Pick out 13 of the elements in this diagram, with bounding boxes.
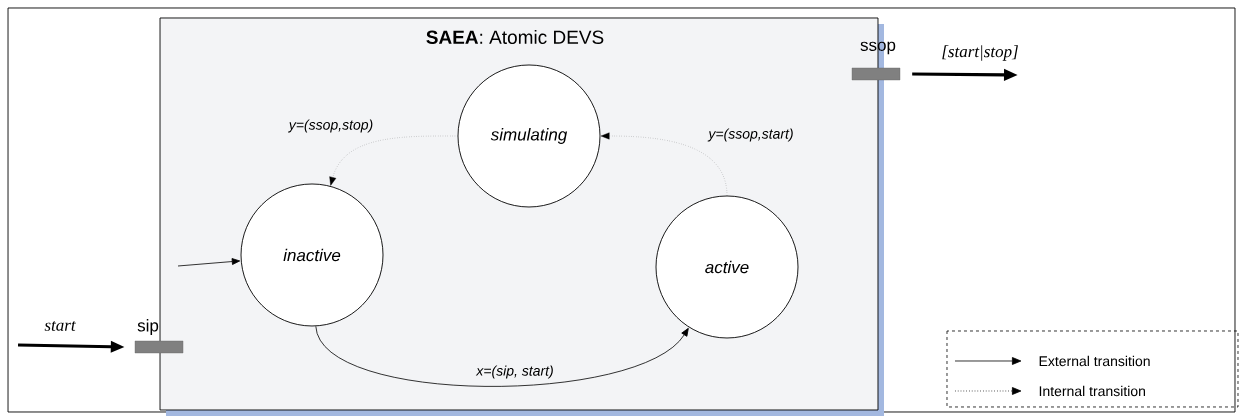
port: sip xyxy=(134,319,184,354)
arrow xyxy=(329,135,458,186)
edge-label: y=(ssop,start) xyxy=(707,127,795,143)
arrow xyxy=(600,132,728,196)
node-label: sip xyxy=(137,319,159,335)
edge-label: start xyxy=(43,320,77,332)
arrow xyxy=(177,258,241,267)
legend-text: Internal transition xyxy=(1039,385,1145,397)
edge-label: y=(ssop,stop) xyxy=(287,118,375,134)
edge-label: x=(sip, start) xyxy=(475,364,555,380)
edge-label: [start|stop] xyxy=(940,44,1020,62)
arrow xyxy=(315,325,689,387)
legend-text: External transition xyxy=(1039,355,1150,367)
